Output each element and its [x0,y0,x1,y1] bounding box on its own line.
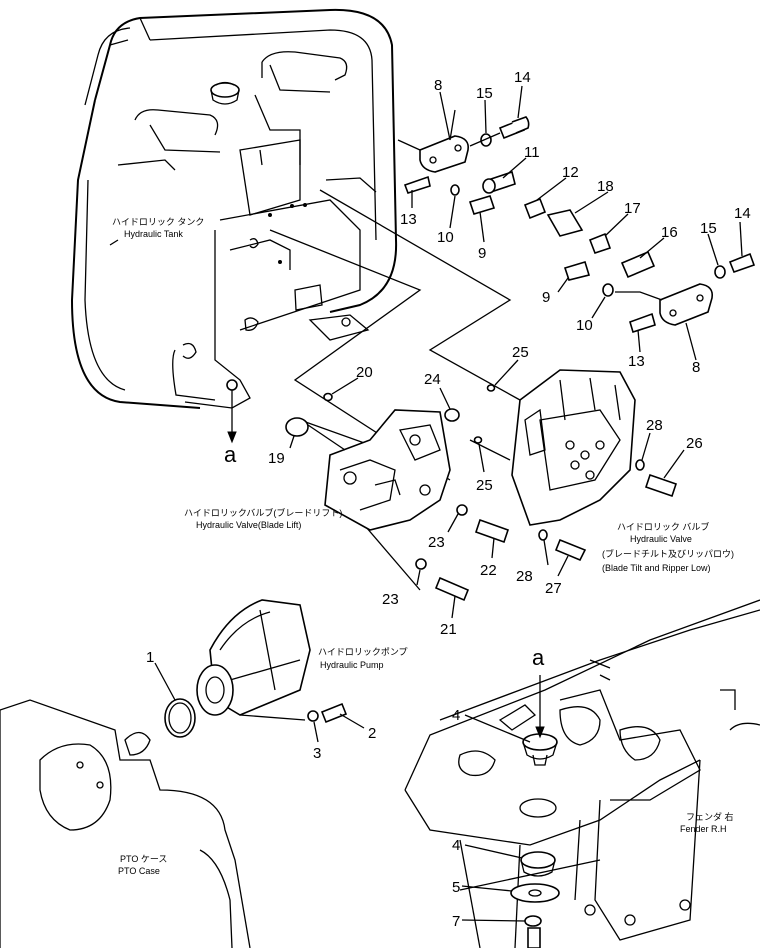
label-pto-en: PTO Case [118,866,160,876]
hydraulic-valve-blade-lift [285,392,510,602]
label-pump-jp: ハイドロリックポンプ [318,647,408,657]
callout-2: 2 [368,725,376,742]
part-numbers: 8 15 14 11 12 18 17 16 15 14 13 10 9 9 1… [146,69,751,930]
callout-15: 15 [476,85,493,102]
ref-a-tank: a [224,442,237,467]
label-pump-en: Hydraulic Pump [320,660,384,670]
callout-21: 21 [440,621,457,638]
callout-4-lower: 4 [452,837,460,854]
component-labels: ハイドロリック タンク Hydraulic Tank ハイドロリックバルブ(ブレ… [112,217,734,876]
label-fender-jp: フェンダ 右 [686,811,734,822]
callout-25-lower: 25 [476,477,493,494]
callout-23-lower: 23 [382,591,399,608]
callout-13-right: 13 [628,353,645,370]
label-valve-lift-jp: ハイドロリックバルブ(ブレードリフト) [184,507,342,518]
callout-28: 28 [646,417,663,434]
callout-8: 8 [434,77,442,94]
callout-23: 23 [428,534,445,551]
fender-rh [404,599,760,948]
ref-a-fender: a [532,645,545,670]
callout-9-right: 9 [542,289,550,306]
hydraulic-tank-drawing [70,8,398,444]
label-pto-jp: PTO ケース [120,854,167,864]
callout-5: 5 [452,879,460,896]
callout-9: 9 [478,245,486,262]
label-valve-tilt-jp: ハイドロリック バルブ [617,521,709,532]
callout-27: 27 [545,580,562,597]
leader-lines [154,85,743,922]
callout-15-right: 15 [700,220,717,237]
callout-20: 20 [356,364,373,381]
callout-10-right: 10 [576,317,593,334]
callout-10: 10 [437,229,454,246]
hydraulic-pump [164,599,348,738]
callout-14-right: 14 [734,205,751,222]
label-valve-lift-en: Hydraulic Valve(Blade Lift) [196,520,301,530]
callout-14: 14 [514,69,531,86]
label-valve-tilt-en2: (Blade Tilt and Ripper Low) [602,563,711,573]
callout-12: 12 [562,164,579,181]
callout-17: 17 [624,200,641,217]
callout-22: 22 [480,562,497,579]
callout-11: 11 [524,144,540,161]
hydraulic-valve-blade-tilt [444,369,678,562]
callout-16: 16 [661,224,678,241]
callout-3: 3 [313,745,321,762]
callout-8-right: 8 [692,359,700,376]
callout-4: 4 [452,707,460,724]
label-valve-tilt-en: Hydraulic Valve [630,534,692,544]
callout-13: 13 [400,211,417,228]
bracket-hardware-upper [397,109,756,334]
callout-28-lower: 28 [516,568,533,585]
label-tank-en: Hydraulic Tank [124,229,183,239]
label-valve-tilt-jp2: (ブレードチルト及びリッパロウ) [602,548,734,559]
pto-case [0,699,251,948]
callout-18: 18 [597,178,614,195]
callout-19: 19 [268,450,285,467]
callout-26: 26 [686,435,703,452]
label-fender-en: Fender R.H [680,824,727,834]
callout-25: 25 [512,344,529,361]
callout-1: 1 [146,649,154,666]
callout-24: 24 [424,371,441,388]
callout-7: 7 [452,913,460,930]
label-tank-jp: ハイドロリック タンク [112,217,204,227]
